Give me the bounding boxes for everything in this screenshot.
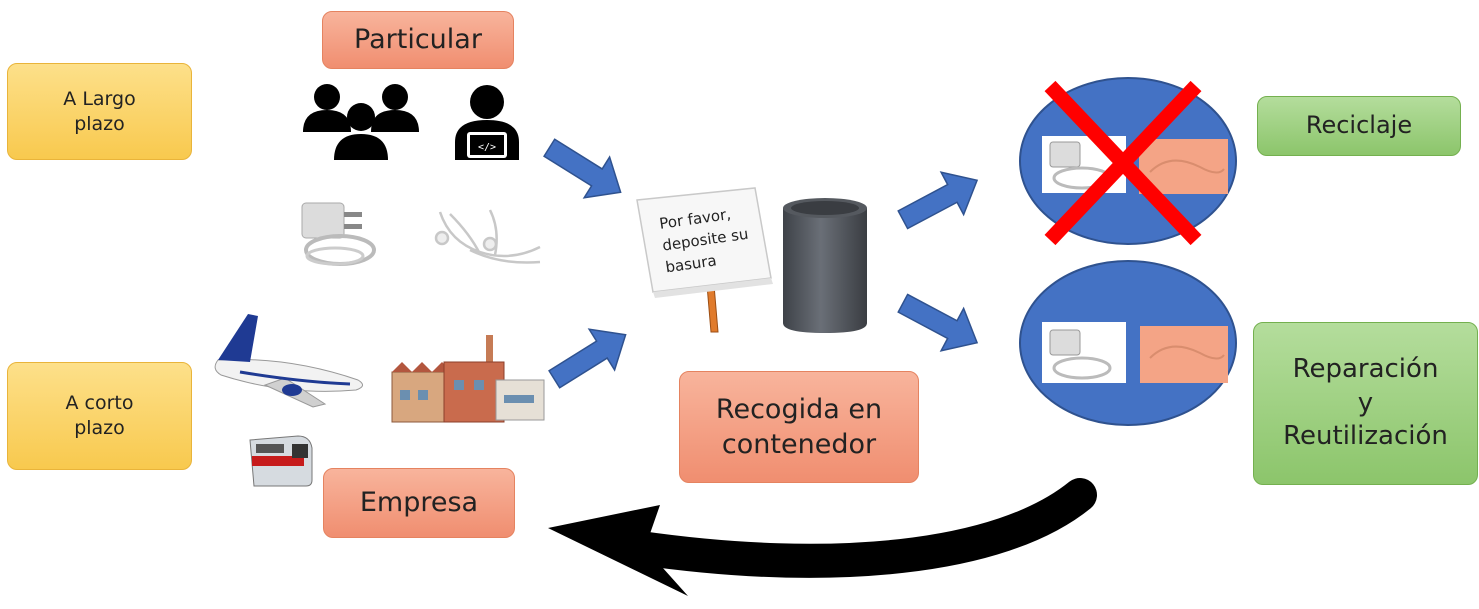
cross-icon — [1044, 80, 1202, 246]
trash-bin-icon — [783, 198, 867, 333]
reparacion-label-line2: y — [1357, 387, 1374, 418]
reparacion-circle — [1019, 260, 1237, 426]
particular-box: Particular — [322, 11, 514, 69]
particular-label: Particular — [354, 24, 482, 56]
earphones-icon — [434, 209, 541, 264]
reparacion-label-line3: Reutilización — [1283, 421, 1448, 452]
arrow-particular-to-bin — [543, 138, 622, 199]
reciclaje-box: Reciclaje — [1257, 96, 1461, 156]
reparacion-label-line1: Reparación — [1292, 353, 1439, 384]
sign-icon — [636, 187, 773, 333]
empresa-label: Empresa — [359, 487, 479, 519]
reciclaje-label: Reciclaje — [1305, 111, 1413, 140]
short-term-box: A corto plazo — [7, 362, 192, 470]
svg-text:</>: </> — [478, 142, 496, 153]
phone-charger-icon — [301, 202, 376, 266]
developer-laptop-icon: </> — [455, 85, 519, 160]
long-term-label: A Largo plazo — [63, 87, 136, 135]
long-term-box: A Largo plazo — [7, 63, 192, 160]
reciclaje-circle — [1019, 77, 1237, 246]
return-arrow — [548, 478, 1097, 596]
empresa-box: Empresa — [323, 468, 515, 538]
people-group-icon — [303, 84, 419, 160]
arrow-bin-to-reciclaje — [897, 171, 979, 230]
recogida-label: Recogida en contenedor — [715, 393, 883, 460]
recogida-box: Recogida en contenedor — [679, 371, 919, 483]
arrow-empresa-to-bin — [548, 328, 627, 389]
factory-icon — [391, 335, 545, 423]
short-term-label: A corto plazo — [65, 392, 134, 439]
reparacion-box: Reparación y Reutilización — [1253, 322, 1478, 485]
train-icon — [249, 435, 313, 487]
arrow-bin-to-reparacion — [897, 293, 979, 352]
airplane-icon — [214, 314, 363, 408]
